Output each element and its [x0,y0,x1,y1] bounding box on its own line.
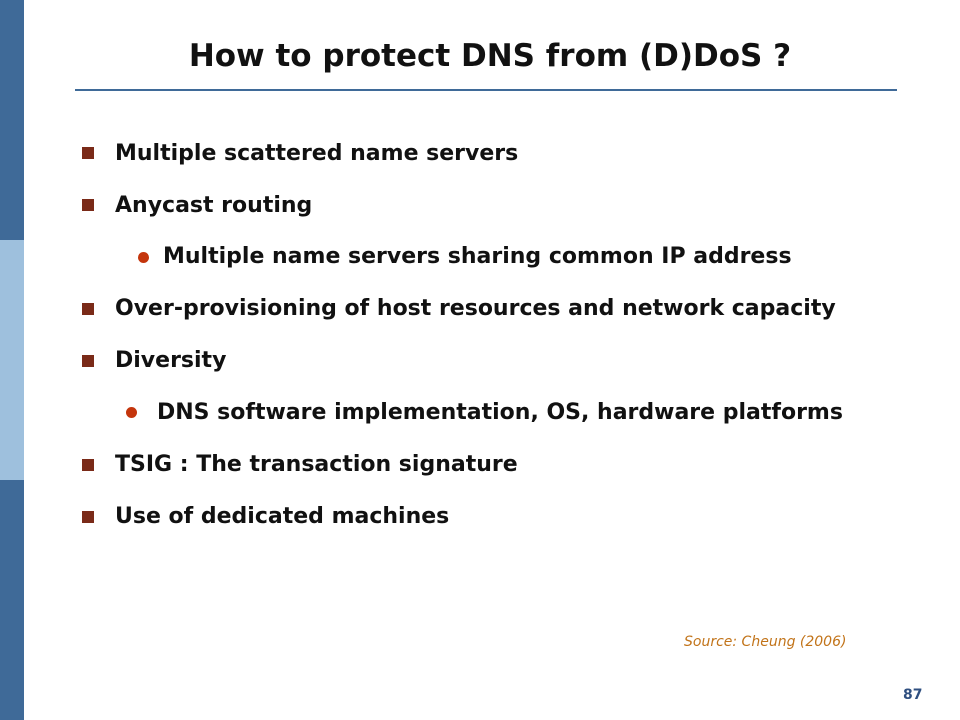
square-bullet-icon [82,147,94,159]
bullet-item-4: Diversity [115,348,227,373]
square-bullet-icon [82,303,94,315]
page-number: 87 [903,687,923,703]
square-bullet-icon [82,355,94,367]
bullet-item-1: Multiple scattered name servers [115,141,519,166]
sub-bullet-item-2: DNS software implementation, OS, hardwar… [157,400,843,425]
sidebar-band-middle [0,240,24,480]
bullet-item-5: TSIG : The transaction signature [115,452,518,477]
source-citation: Source: Cheung (2006) [684,634,847,650]
bullet-item-3: Over-provisioning of host resources and … [115,296,836,321]
title-underline [75,89,897,91]
square-bullet-icon [82,459,94,471]
bullet-item-6: Use of dedicated machines [115,504,450,529]
round-bullet-icon [138,252,149,263]
sidebar-band-top [0,0,24,240]
bullet-item-2: Anycast routing [115,193,313,218]
sub-bullet-item-1: Multiple name servers sharing common IP … [163,244,792,269]
slide-title: How to protect DNS from (D)DoS ? [188,38,792,74]
sidebar-band-bottom [0,480,24,720]
square-bullet-icon [82,511,94,523]
round-bullet-icon [126,407,137,418]
square-bullet-icon [82,199,94,211]
